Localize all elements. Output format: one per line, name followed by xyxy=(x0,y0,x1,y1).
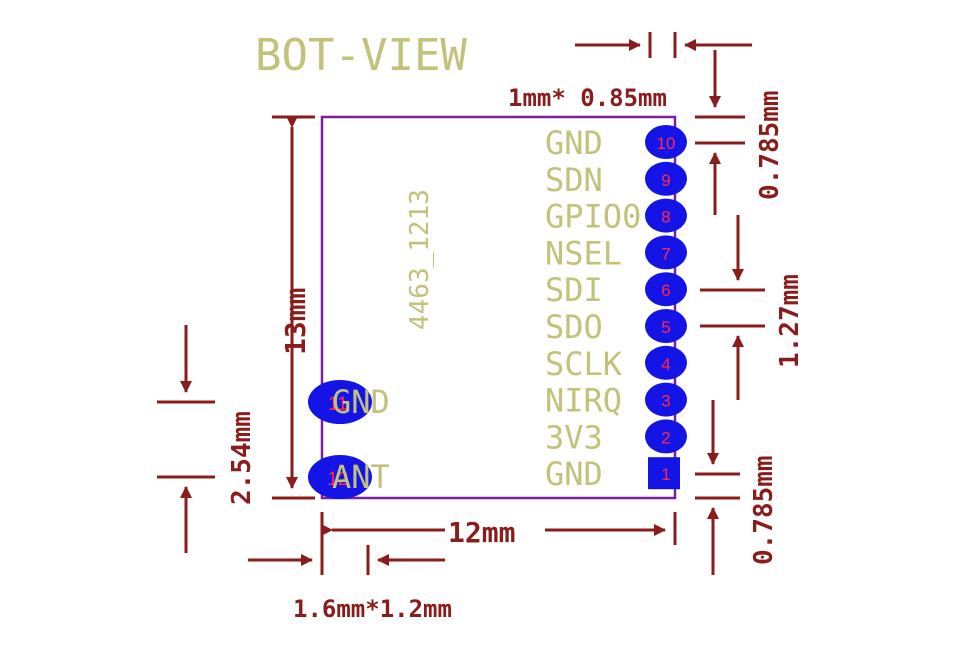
pad-round xyxy=(645,235,687,270)
dimension-height: 13mm xyxy=(272,115,315,500)
pin-label: SDI xyxy=(545,271,603,309)
pin-label: GND xyxy=(545,124,603,162)
pin-label: NIRQ xyxy=(545,382,622,420)
pin-2: 2 3V3 xyxy=(545,418,687,456)
pin-7: 7 NSEL xyxy=(545,234,687,272)
pin-3: 3 NIRQ xyxy=(545,382,687,420)
pin-1: 1 GND xyxy=(545,455,680,493)
dimension-right-pad-size: 1mm* 0.85mm xyxy=(508,32,752,112)
part-number: 4463_1213 xyxy=(405,189,435,330)
dimension-top-offset: 0.785mm xyxy=(695,50,785,215)
pin-9: 9 SDN xyxy=(545,161,687,199)
pad-square xyxy=(648,457,680,490)
pad-round xyxy=(645,419,687,454)
pad-oval xyxy=(308,455,372,499)
pin-label: NSEL xyxy=(545,234,622,272)
pin-10: 10 GND xyxy=(545,124,687,162)
pad-oval xyxy=(308,380,372,424)
pin-label: SDO xyxy=(545,308,603,346)
view-title: BOT-VIEW xyxy=(255,30,467,81)
pad-number: 6 xyxy=(661,281,670,300)
pad-number: 1 xyxy=(661,465,670,484)
height-label: 13mm xyxy=(279,288,312,355)
width-label: 12mm xyxy=(448,516,515,549)
pin-label: SCLK xyxy=(545,345,623,383)
dimension-pitch: 1.27mm xyxy=(700,215,805,400)
right-pin-group: 10GND9SDN8GPIO07NSEL6SDI5SDO4SCLK3NIRQ23… xyxy=(545,124,687,493)
module-outline xyxy=(320,115,677,500)
pad-round xyxy=(645,382,687,417)
top-offset-label: 0.785mm xyxy=(755,90,785,200)
pin-label: GND xyxy=(545,455,603,493)
pin-6: 6 SDI xyxy=(545,271,687,309)
pad-number: 3 xyxy=(661,392,670,411)
pin-label: GND xyxy=(332,383,390,421)
pad-number: 9 xyxy=(661,171,670,190)
pad-number: 12 xyxy=(327,469,348,490)
pad-number: 10 xyxy=(657,134,676,153)
pad-number: 11 xyxy=(328,394,348,415)
pad-number: 2 xyxy=(661,428,670,447)
dimension-left-pitch: 2.54mm xyxy=(157,325,257,553)
dimension-left-pad-size: 1.6mm*1.2mm xyxy=(248,545,452,623)
pin-label: ANT xyxy=(332,458,390,496)
pin-8: 8 GPIO0 xyxy=(545,198,687,236)
dimension-width: 12mm xyxy=(320,512,677,549)
pad-round xyxy=(645,345,687,380)
pitch-label: 1.27mm xyxy=(775,274,805,368)
bottom-offset-label: 0.785mm xyxy=(749,455,779,565)
pin-4: 4 SCLK xyxy=(545,345,687,383)
pad-round xyxy=(645,272,687,307)
pad-round xyxy=(645,161,687,196)
pin-label: 3V3 xyxy=(545,418,603,456)
pin-label: SDN xyxy=(545,161,603,199)
pad-number: 5 xyxy=(661,318,670,337)
pad-number: 8 xyxy=(661,208,670,227)
right-pad-size-label: 1mm* 0.85mm xyxy=(508,84,667,112)
left-pad-size-label: 1.6mm*1.2mm xyxy=(293,595,452,623)
pad-round xyxy=(645,309,687,343)
pin-5: 5 SDO xyxy=(545,308,687,346)
pad-round xyxy=(645,125,687,159)
pad-round xyxy=(645,198,687,233)
pad-number: 4 xyxy=(661,355,670,374)
pad-number: 7 xyxy=(661,244,670,263)
dimension-bottom-offset: 0.785mm xyxy=(695,400,779,575)
left-pitch-label: 2.54mm xyxy=(227,411,257,505)
pin-label: GPIO0 xyxy=(545,198,641,236)
